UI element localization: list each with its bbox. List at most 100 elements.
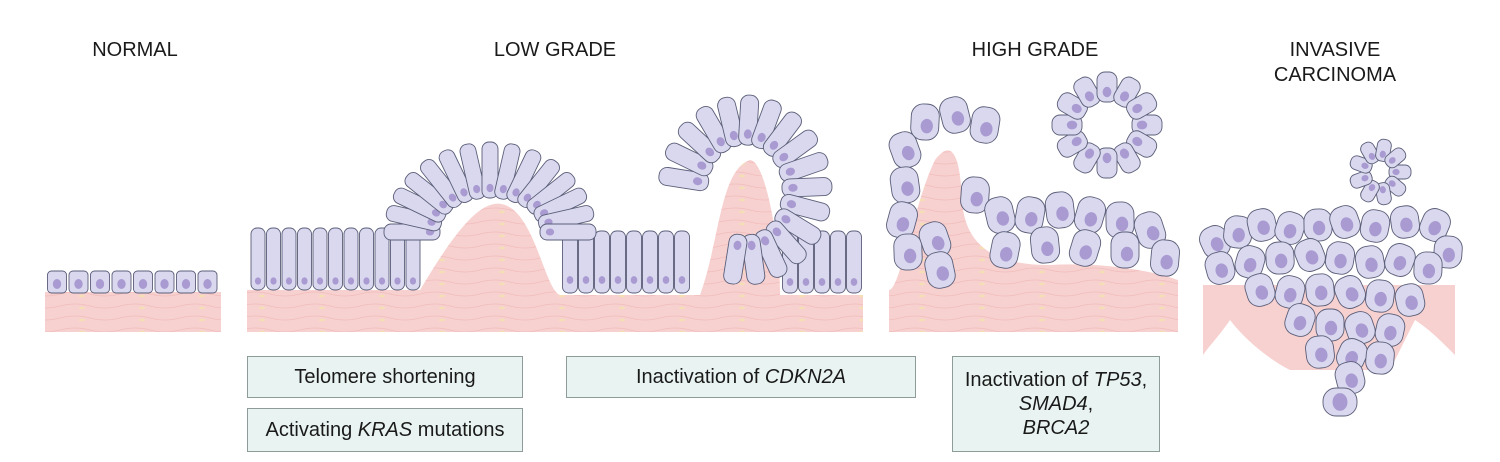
cell-nucleus	[1084, 91, 1095, 102]
epithelial-cell	[774, 208, 822, 245]
epithelial-cell	[1344, 311, 1376, 345]
event-telomere-shortening: Telomere shortening	[247, 356, 523, 398]
cell-nucleus	[936, 266, 950, 281]
epithelial-cell	[781, 177, 833, 198]
cell-nucleus	[1312, 220, 1326, 236]
cell-nucleus	[347, 277, 355, 285]
cell-nucleus	[970, 191, 983, 207]
epithelial-cell	[1223, 215, 1253, 249]
high-grade-cribriform-cluster	[1051, 71, 1163, 179]
cell-nucleus	[523, 193, 532, 202]
cell-nucleus	[203, 279, 212, 289]
epithelial-cell	[960, 176, 990, 214]
epithelial-cell	[886, 201, 918, 239]
epithelial-cell	[772, 129, 818, 169]
cell-nucleus	[378, 277, 386, 285]
epithelial-cell	[1199, 225, 1231, 259]
cell-nucleus	[1146, 226, 1160, 241]
cell-nucleus	[757, 132, 766, 143]
invasive-cell-mass	[1199, 205, 1463, 395]
epithelial-cell	[778, 152, 829, 183]
epithelial-cell	[343, 227, 359, 291]
epithelial-cell	[779, 193, 831, 222]
cell-nucleus	[1374, 291, 1387, 307]
epithelial-cell	[765, 220, 807, 265]
cell-nucleus	[1368, 152, 1376, 160]
cell-nucleus	[931, 235, 945, 251]
epithelial-cell	[610, 230, 626, 294]
cell-nucleus	[394, 277, 401, 285]
epithelial-cell	[751, 99, 782, 150]
epithelial-cell	[154, 270, 175, 294]
cell-nucleus	[52, 279, 62, 289]
cell-nucleus	[1293, 315, 1307, 331]
epithelial-cell	[1294, 238, 1326, 272]
epithelial-cell	[1315, 308, 1345, 342]
cell-nucleus	[1361, 175, 1369, 182]
epithelial-cell	[1244, 273, 1276, 307]
epithelial-cell	[1113, 142, 1141, 174]
epithelial-cell	[1029, 226, 1061, 264]
epithelial-cell	[1051, 114, 1083, 136]
event-brca2-line: BRCA2	[1022, 417, 1090, 439]
epithelial-cell	[1322, 387, 1358, 417]
epithelial-cell	[1150, 239, 1180, 277]
event-smad4-line: SMAD4,	[1018, 393, 1094, 415]
epithelial-cell	[1324, 241, 1356, 275]
cell-nucleus	[1361, 162, 1369, 169]
epithelial-cell	[1365, 279, 1395, 313]
cell-nucleus	[270, 277, 277, 285]
cell-nucleus	[1119, 91, 1130, 102]
epithelial-cell	[133, 270, 153, 294]
cell-nucleus	[1442, 247, 1455, 263]
cell-nucleus	[1257, 220, 1270, 235]
cell-nucleus	[499, 184, 507, 194]
cell-nucleus	[747, 240, 756, 251]
cell-nucleus	[1115, 216, 1129, 232]
low-grade-curled-papilla	[658, 94, 833, 285]
invasive-detached-cluster	[1349, 138, 1412, 206]
cell-nucleus	[692, 177, 703, 186]
cell-nucleus	[1422, 263, 1436, 279]
cell-nucleus	[786, 200, 797, 209]
cell-nucleus	[181, 279, 191, 289]
cell-nucleus	[850, 278, 858, 286]
epithelial-cell	[1204, 251, 1236, 285]
cell-nucleus	[439, 200, 448, 209]
epithelial-cell	[90, 270, 110, 294]
cell-nucleus	[996, 211, 1010, 226]
cell-nucleus	[980, 122, 993, 137]
epithelial-cell	[723, 233, 748, 285]
epithelial-cell	[176, 270, 196, 294]
epithelial-cell	[1334, 361, 1366, 395]
cell-nucleus	[1119, 148, 1130, 159]
cell-nucleus	[1071, 103, 1082, 114]
cell-nucleus	[1210, 237, 1224, 252]
cell-nucleus	[1283, 223, 1297, 239]
cell-nucleus	[1392, 168, 1400, 176]
cell-nucleus	[920, 118, 933, 134]
epithelial-cell	[1334, 275, 1366, 309]
epithelial-cell	[328, 227, 343, 291]
epithelial-cell	[1359, 209, 1391, 243]
epithelial-cell	[674, 230, 690, 294]
cell-nucleus	[1315, 347, 1328, 363]
cell-nucleus	[473, 184, 481, 194]
cell-nucleus	[1232, 227, 1245, 243]
cell-nucleus	[1393, 256, 1407, 271]
cell-nucleus	[566, 276, 574, 284]
cell-nucleus	[1388, 180, 1396, 187]
epithelial-cell	[741, 233, 766, 285]
cell-nucleus	[1428, 221, 1442, 236]
cell-nucleus	[781, 215, 791, 224]
epithelial-cell	[1096, 147, 1118, 179]
epithelial-cell	[1096, 71, 1118, 103]
cell-nucleus	[1102, 152, 1112, 164]
cell-nucleus	[1365, 257, 1378, 273]
epithelial-cell	[1365, 341, 1395, 375]
cell-nucleus	[630, 276, 638, 284]
cell-nucleus	[733, 240, 742, 250]
cell-nucleus	[1084, 212, 1098, 227]
event-cdkn2a-text: Inactivation of CDKN2A	[635, 366, 847, 388]
